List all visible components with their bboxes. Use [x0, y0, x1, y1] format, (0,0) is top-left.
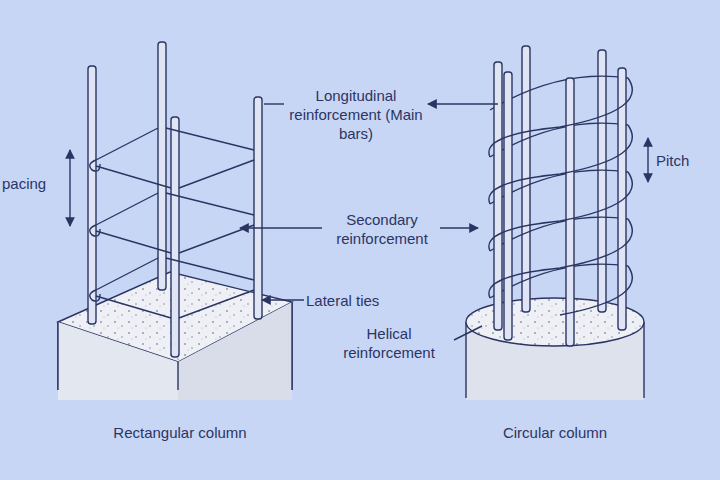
caption-label: Rectangular column	[80, 423, 280, 442]
caption-label: Circular column	[455, 423, 655, 442]
pitch-label: Pitch	[656, 151, 716, 170]
helical-label: Helical reinforcement	[324, 324, 454, 362]
main-bars-label: Longitudinal reinforcement (Main bars)	[288, 86, 424, 143]
secondary-label: Secondary reinforcement	[324, 210, 440, 248]
spacing-label: pacing	[2, 174, 64, 193]
ties-label: Lateral ties	[306, 291, 416, 310]
